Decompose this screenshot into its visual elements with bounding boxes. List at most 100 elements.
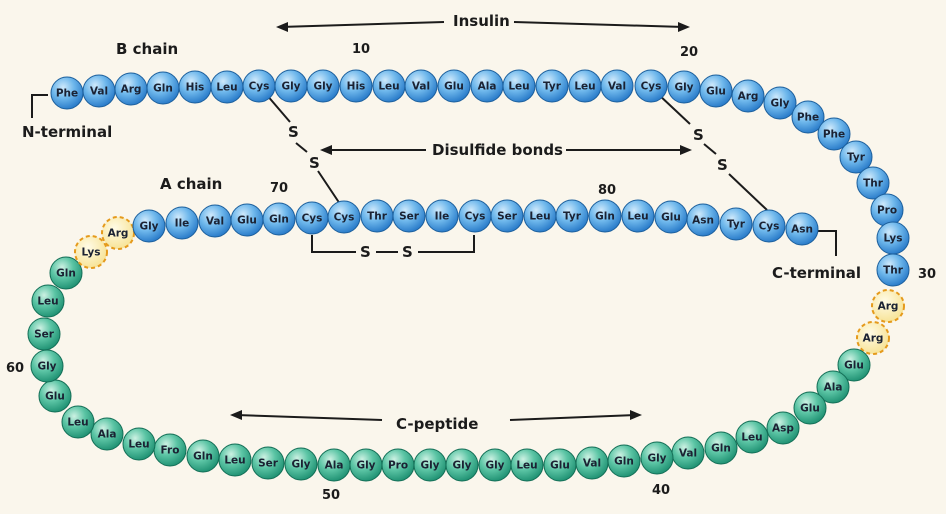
residue-label: Thr [863,178,884,190]
residue-label: Leu [508,81,529,93]
residue-bead-circle [251,446,285,480]
residue-bead-circle [490,199,524,233]
residue-bead-circle [31,284,65,318]
cpeptide-arrow-left [235,414,383,421]
number-80: 80 [598,183,616,198]
residue-label: Cys [465,211,486,223]
a-chain-residue-11: Cys [458,199,492,233]
c-peptide-residue-12: Leu [510,448,544,482]
number-70: 70 [270,181,288,196]
a-chain-residue-10: Ile [425,199,459,233]
b-chain-residue-24: Phe [791,100,825,134]
residue-bead-circle [634,69,668,103]
cpeptide-arrow-right [509,414,637,421]
b-chain-residue-27: Thr [856,166,890,200]
a-chain-residue-17: Glu [654,200,688,234]
a-chain-residue-4: Glu [230,203,264,237]
residue-bead-circle [699,74,733,108]
residue-label: Ala [325,460,344,472]
c-peptide-residue-31: Gln [49,256,83,290]
residue-label: Gln [711,443,731,455]
a-chain-residue-15: Gln [588,199,622,233]
residue-bead-circle [600,69,634,103]
b-chain-residue-15: Leu [502,69,536,103]
residue-bead-circle [621,199,655,233]
b-chain-residue-23: Gly [763,86,797,120]
residue-label: Val [679,448,697,460]
residue-bead-circle [555,199,589,233]
residue-label: Ala [824,382,843,394]
a-chain-residue-2: Ile [165,206,199,240]
residue-bead-circle [327,200,361,234]
residue-label: Leu [378,81,399,93]
b-chain-residue-25: Phe [817,117,851,151]
residue-bead-circle [317,448,351,482]
residue-label: Gly [770,98,789,110]
residue-bead-circle [535,69,569,103]
residue-bead-circle [122,427,156,461]
cleavage-right-residue-1: Arg [871,289,905,323]
a-chain-residue-16: Leu [621,199,655,233]
b-chain-residue-21: Glu [699,74,733,108]
residue-label: Gly [37,361,56,373]
residue-label: Gln [595,211,615,223]
b-chain-residue-3: Arg [114,72,148,106]
number-20: 20 [680,45,698,60]
labels: Insulin B chain A chain N-terminal C-ter… [6,12,936,503]
residue-label: Arg [121,84,142,96]
b-chain-residue-14: Ala [470,69,504,103]
a-chain-residue-20: Cys [752,209,786,243]
residue-label: Gly [420,460,439,472]
residue-label: Ile [435,211,450,223]
c-peptide-label: C-peptide [396,415,478,433]
disulfide-bonds-label: Disulfide bonds [432,141,563,159]
residue-label: Leu [128,439,149,451]
residue-label: Ser [258,458,279,470]
residue-label: Leu [529,211,550,223]
bond-b7-upper [265,93,291,123]
residue-label: Arg [108,228,129,240]
residue-bead-circle [61,405,95,439]
residue-bead-circle [74,235,108,269]
b-chain-residue-22: Arg [731,79,765,113]
residue-label: Leu [627,211,648,223]
residue-bead-circle [543,448,577,482]
b-chain-residue-10: His [339,69,373,103]
residue-label: Gly [452,460,471,472]
residue-label: Gly [291,459,310,471]
c-peptide-residue-3: Glu [793,391,827,425]
residue-bead-circle [186,439,220,473]
residue-bead-circle [478,448,512,482]
residue-label: Lys [883,233,902,245]
residue-label: Leu [67,417,88,429]
residue-label: Pro [388,460,408,472]
residue-label: Leu [216,82,237,94]
residue-bead-circle [766,411,800,445]
sulfur-s3: S [693,126,704,144]
a-chain-residue-19: Tyr [719,207,753,241]
bond-b19-upper [657,93,691,125]
c-peptide-residue-28: Gly [30,349,64,383]
number-40: 40 [652,483,670,498]
a-chain-residue-8: Thr [360,199,394,233]
intra-a-bond-right [418,235,475,253]
b-chain-residue-6: Leu [210,70,244,104]
c-peptide-residue-23: Fro [153,433,187,467]
c-peptide-residue-17: Gly [349,448,383,482]
cleavage-left-residue-1: Lys [74,235,108,269]
c-peptide-residue-24: Leu [122,427,156,461]
c-peptide-residue-27: Glu [38,379,72,413]
residue-bead-circle [839,140,873,174]
number-50: 50 [322,488,340,503]
residue-bead-circle [306,69,340,103]
c-peptide-residue-22: Gln [186,439,220,473]
c-peptide-residue-15: Gly [413,448,447,482]
b-chain-residue-11: Leu [372,69,406,103]
b-chain-residue-26: Tyr [839,140,873,174]
residue-bead-circle [817,117,851,151]
disulfide-arrow-right-head [680,145,692,155]
residue-bead-circle [871,289,905,323]
c-peptide-residue-26: Leu [61,405,95,439]
